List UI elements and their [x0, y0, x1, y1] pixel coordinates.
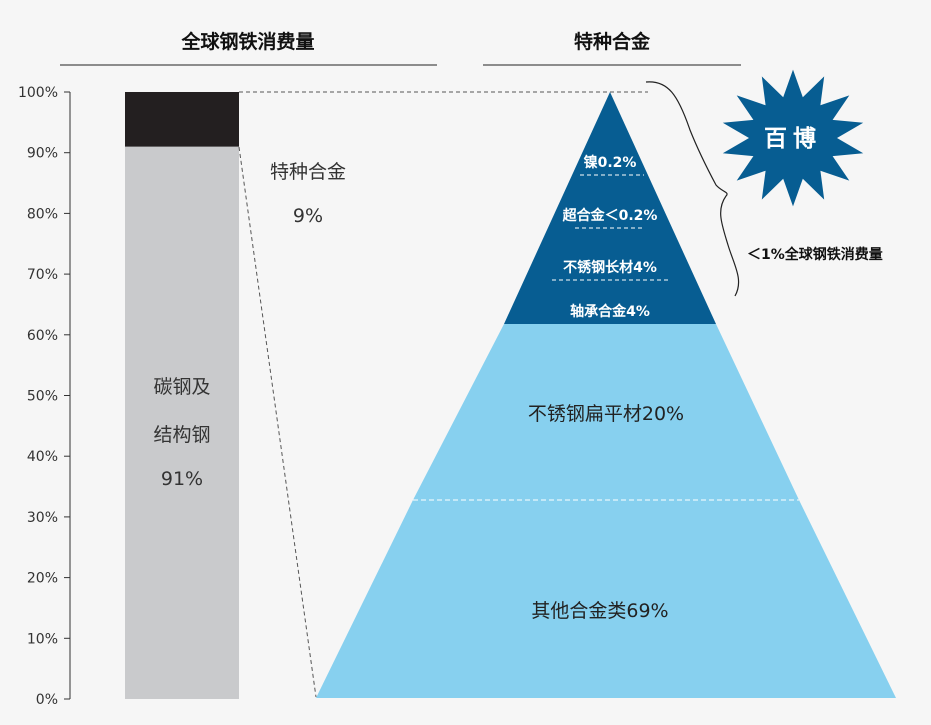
pyramid-label-superalloy: 超合金＜0.2%: [562, 207, 658, 224]
bar-label-carbon-line1: 碳钢及: [153, 376, 210, 398]
pyramid-label-nickel: 镍0.2%: [584, 154, 637, 171]
pyramid-title: 特种合金: [574, 30, 651, 53]
pyramid-label-bearing: 轴承合金4%: [570, 303, 650, 320]
y-tick-label: 90%: [27, 146, 58, 162]
bar-segment-carbon-steel: [125, 146, 239, 699]
bar-chart-title: 全球钢铁消费量: [180, 30, 314, 53]
pyramid-label-stainless-long: 不锈钢长材4%: [563, 259, 657, 276]
starburst-badge: [722, 69, 864, 207]
y-tick-label: 30%: [27, 510, 58, 526]
stacked-bar: [125, 92, 239, 699]
brace-bracket: [645, 81, 740, 297]
badge-text: 百博: [764, 125, 822, 152]
bar-label-carbon-value: 91%: [161, 468, 203, 490]
y-tick-label: 60%: [27, 328, 58, 344]
y-tick-label: 50%: [27, 389, 58, 405]
y-tick-label: 100%: [18, 85, 58, 101]
y-tick-label: 10%: [27, 631, 58, 647]
y-tick-label: 70%: [27, 267, 58, 283]
connector-bottom-dashed: [238, 146, 317, 698]
pyramid-label-other-alloys: 其他合金类69%: [531, 600, 668, 622]
y-axis-ticks: 0% 10% 20% 30% 40% 50% 60% 70% 80% 90% 100%: [18, 85, 70, 708]
brace-annotation: ＜1%全球钢铁消费量: [747, 246, 883, 263]
pyramid-layer-other-alloys: [316, 500, 896, 698]
bar-label-carbon-line2: 结构钢: [153, 424, 210, 446]
pyramid-layer-dark-top: [504, 92, 716, 324]
bar-segment-special-alloy: [125, 92, 239, 147]
y-tick-label: 0%: [36, 692, 58, 708]
y-tick-label: 20%: [27, 571, 58, 587]
bar-label-special-value: 9%: [293, 205, 323, 227]
pyramid-label-stainless-flat: 不锈钢扁平材20%: [528, 403, 684, 425]
bar-label-special-name: 特种合金: [270, 161, 346, 183]
pyramid: [316, 92, 896, 698]
y-tick-label: 80%: [27, 206, 58, 222]
y-tick-label: 40%: [27, 449, 58, 465]
pyramid-layer-stainless-flat: [413, 324, 799, 500]
